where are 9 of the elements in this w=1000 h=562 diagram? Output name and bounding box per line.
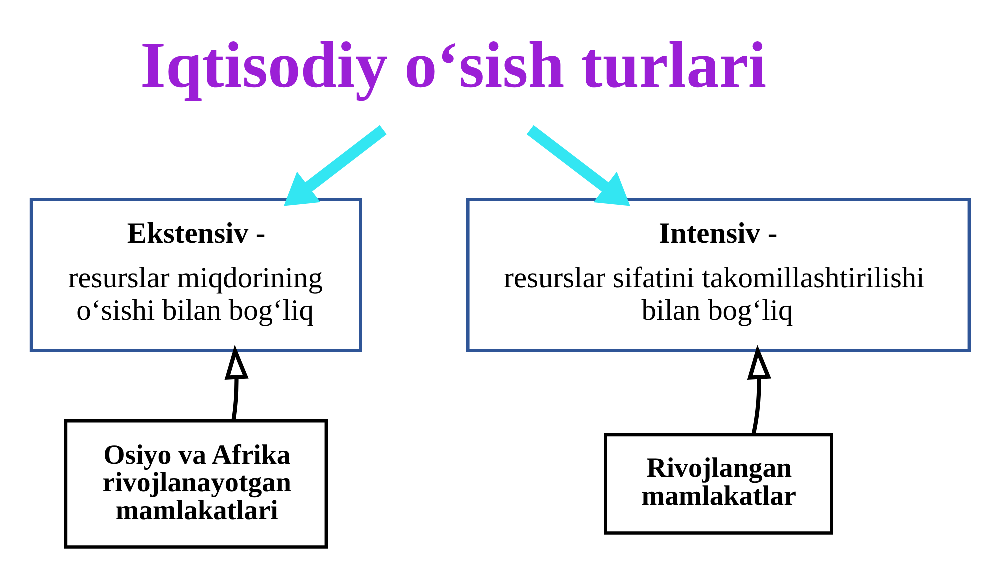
node-box: Ekstensiv - resurslar miqdorining o‘sishi bilan bog‘liq <box>29 198 362 352</box>
node-box: Rivojlangan mamlakatlar <box>604 433 833 535</box>
node-box: Osiyo va Afrika rivojlanayotgan mamlakatlari <box>64 419 328 549</box>
arrow <box>746 344 771 436</box>
arrow <box>526 125 630 206</box>
arrow <box>284 125 386 206</box>
node-text: Iqtisodiy o‘sish turlari <box>140 30 766 102</box>
node-box: Intensiv - resurslar sifatini takomillashtirilishi bilan bog‘liq <box>466 198 971 352</box>
arrow <box>224 344 248 421</box>
